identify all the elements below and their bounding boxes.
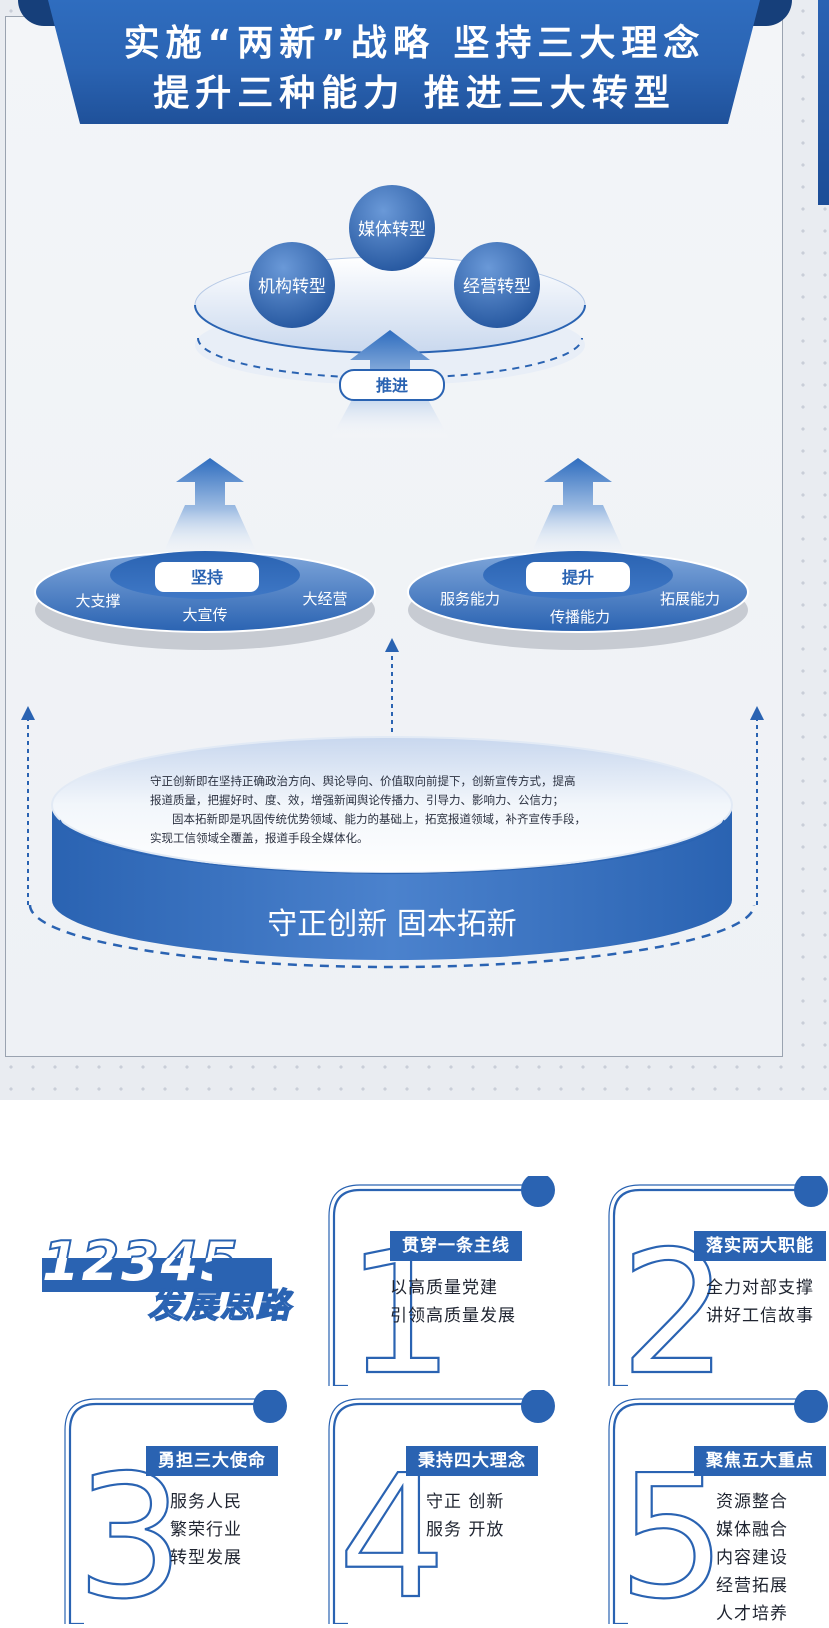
ideas-subtitle: 发展思路 <box>148 1278 292 1327</box>
idea-card-5-lines: 资源整合 媒体融合 内容建设 经营拓展 人才培养 <box>716 1488 788 1628</box>
idea-card-3-lines: 服务人民 繁荣行业 转型发展 <box>170 1488 242 1572</box>
base-text-line-1: 守正创新即在坚持正确政治方向、舆论导向、价值取向前提下，创新宣传方式，提高 <box>150 774 576 788</box>
push-label: 推进 <box>376 376 408 395</box>
idea-card-5-label: 聚焦五大重点 <box>694 1446 826 1476</box>
idea-card-3-line-1: 服务人民 <box>170 1488 242 1516</box>
adhere-up-arrow <box>160 458 260 560</box>
base-text-line-2: 报道质量，把握好时、度、效，增强新闻舆论传播力、引导力、影响力、公信力； <box>150 793 564 807</box>
idea-card-4-line-1: 守正 创新 <box>426 1488 504 1516</box>
improve-item-2: 传播能力 <box>550 608 610 626</box>
institution-transform-label: 机构转型 <box>258 277 326 297</box>
left-arrow-head <box>21 706 35 720</box>
idea-card-1: 1 贯穿一条主线 以高质量党建 引领高质量发展 <box>326 1176 566 1386</box>
center-arrow-head <box>385 638 399 652</box>
improve-up-arrow <box>528 458 628 560</box>
idea-card-1-line-1: 以高质量党建 <box>390 1274 516 1302</box>
idea-card-2-line-2: 讲好工信故事 <box>706 1302 814 1330</box>
business-transform-label: 经营转型 <box>463 277 531 297</box>
idea-card-4-line-2: 服务 开放 <box>426 1516 504 1544</box>
adhere-item-1: 大支撑 <box>75 592 120 610</box>
idea-card-5-line-1: 资源整合 <box>716 1488 788 1516</box>
strategy-diagram: 推进 媒体转型 机构转型 经营转型 坚持 大支撑 大宣传 大经营 提升 服务能力… <box>0 0 829 1100</box>
idea-card-2-lines: 全力对部支撑 讲好工信故事 <box>706 1274 814 1330</box>
ideas-title: 12345 12345 发展思路 <box>42 1230 302 1340</box>
base-title: 守正创新 固本拓新 <box>267 907 517 942</box>
improve-label: 提升 <box>562 568 594 587</box>
idea-card-4-lines: 守正 创新 服务 开放 <box>426 1488 504 1544</box>
idea-card-1-line-2: 引领高质量发展 <box>390 1302 516 1330</box>
idea-card-3-line-3: 转型发展 <box>170 1544 242 1572</box>
idea-card-5-line-2: 媒体融合 <box>716 1516 788 1544</box>
idea-card-3-label: 勇担三大使命 <box>146 1446 278 1476</box>
idea-card-5: 5 聚焦五大重点 资源整合 媒体融合 内容建设 经营拓展 人才培养 <box>606 1390 829 1624</box>
idea-card-2: 2 落实两大职能 全力对部支撑 讲好工信故事 <box>606 1176 829 1386</box>
idea-card-3-line-2: 繁荣行业 <box>170 1516 242 1544</box>
idea-card-3: 3 勇担三大使命 服务人民 繁荣行业 转型发展 <box>62 1390 294 1624</box>
adhere-label: 坚持 <box>191 568 223 587</box>
idea-card-1-lines: 以高质量党建 引领高质量发展 <box>390 1274 516 1330</box>
base-text-line-4: 实现工信领域全覆盖，报道手段全媒体化。 <box>150 831 369 845</box>
base-text-line-3: 固本拓新即是巩固传统优势领域、能力的基础上，拓宽报道领域，补齐宣传手段， <box>172 812 586 826</box>
idea-card-5-line-4: 经营拓展 <box>716 1572 788 1600</box>
idea-card-2-line-1: 全力对部支撑 <box>706 1274 814 1302</box>
improve-item-1: 服务能力 <box>440 590 500 608</box>
right-arrow-head <box>750 706 764 720</box>
idea-card-2-label: 落实两大职能 <box>694 1231 826 1261</box>
idea-card-4: 4 秉持四大理念 守正 创新 服务 开放 <box>326 1390 566 1624</box>
idea-card-5-line-3: 内容建设 <box>716 1544 788 1572</box>
media-transform-label: 媒体转型 <box>358 220 426 240</box>
idea-card-1-label: 贯穿一条主线 <box>390 1231 522 1261</box>
adhere-item-3: 大经营 <box>302 590 347 608</box>
idea-card-4-label: 秉持四大理念 <box>406 1446 538 1476</box>
adhere-item-2: 大宣传 <box>182 606 227 624</box>
improve-item-3: 拓展能力 <box>660 590 720 608</box>
